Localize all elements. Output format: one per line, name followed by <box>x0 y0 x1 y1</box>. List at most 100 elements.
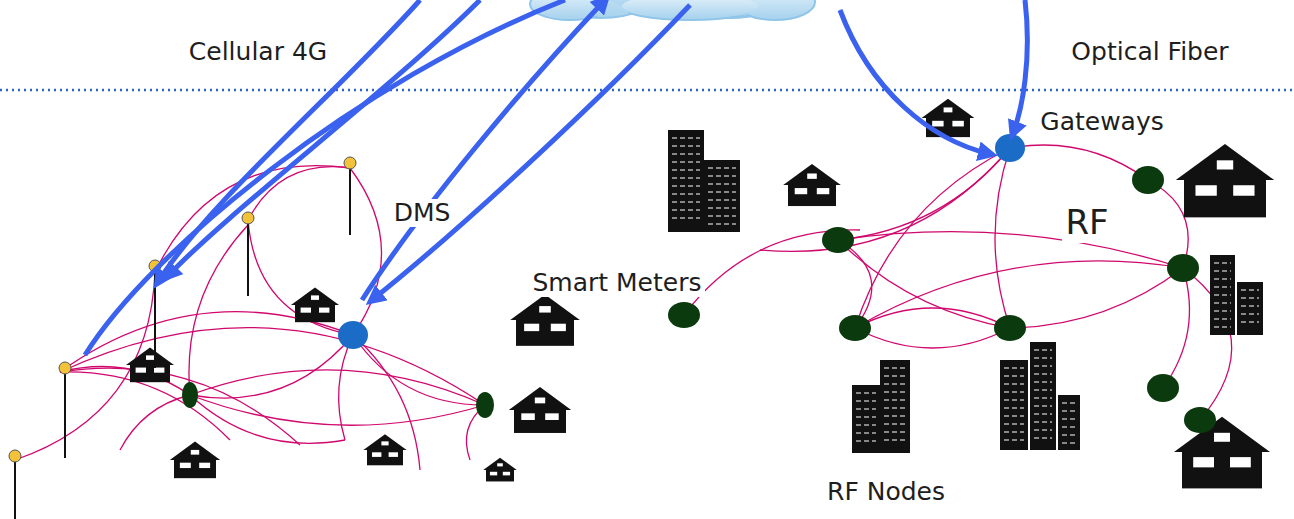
building-floor <box>672 169 700 170</box>
building-icon <box>1000 360 1028 450</box>
building-floor <box>708 199 736 200</box>
building-floor <box>1004 415 1024 416</box>
house-window <box>319 308 329 313</box>
house-window <box>154 368 164 373</box>
building-floor <box>1034 357 1052 358</box>
house-body <box>788 183 836 206</box>
house-window <box>539 306 551 312</box>
rf-node <box>476 392 494 418</box>
house-window <box>545 413 559 420</box>
label-text: RF <box>1062 203 1111 242</box>
label-text: Gateways <box>1037 108 1166 137</box>
rf-link <box>838 240 1010 328</box>
building-floor <box>1034 437 1052 438</box>
building-floor <box>672 145 700 146</box>
label-text: Optical Fiber <box>1068 38 1231 67</box>
building-floor <box>1062 442 1076 443</box>
building-floor <box>856 408 876 409</box>
house-window <box>944 107 953 112</box>
house-roof <box>170 442 220 460</box>
building-floor <box>856 440 876 441</box>
building-icon <box>880 360 910 453</box>
building-icon <box>704 160 740 232</box>
rf-node <box>839 315 871 341</box>
streetlight-lamp <box>59 362 71 374</box>
house-window <box>381 441 388 445</box>
building-floor <box>1241 305 1259 306</box>
house-roof <box>291 287 339 305</box>
building-floor <box>1034 413 1052 414</box>
building-icon <box>852 385 880 453</box>
streetlight-icon <box>59 362 71 458</box>
house-window <box>1217 160 1233 169</box>
rf-mesh <box>15 145 1232 470</box>
house-window <box>551 324 566 331</box>
rf-node <box>1147 374 1179 402</box>
house-body <box>514 408 566 433</box>
backhaul-arrows <box>85 0 1027 355</box>
building-floor <box>1004 407 1024 408</box>
house-window <box>191 450 199 455</box>
building-floor <box>1004 439 1024 440</box>
streetlight-pole <box>14 458 16 519</box>
building-floor <box>1062 410 1076 411</box>
gateway-node <box>995 134 1025 162</box>
backhaul-arrow <box>158 0 420 282</box>
backhaul-arrow <box>168 0 480 276</box>
building-floor <box>1241 297 1259 298</box>
building-body <box>852 385 880 453</box>
rf-link <box>190 395 485 425</box>
building-floor <box>1034 365 1052 366</box>
house-window <box>1193 457 1214 467</box>
cloud-fill <box>622 0 758 18</box>
building-floor <box>1214 262 1231 263</box>
rf-link <box>60 368 300 445</box>
building-body <box>668 130 704 232</box>
house-window <box>521 413 535 420</box>
rf-link <box>995 148 1010 328</box>
rf-link <box>350 168 382 335</box>
house-body <box>367 448 403 465</box>
building-body <box>1058 395 1080 450</box>
house-window <box>535 398 545 404</box>
building-floor <box>856 432 876 433</box>
house-window <box>497 463 503 466</box>
house-icon <box>509 387 571 433</box>
building-floor <box>672 177 700 178</box>
rf-link <box>60 366 190 395</box>
backhaul-arrow <box>840 10 990 154</box>
house-window <box>1195 185 1216 195</box>
rf-link <box>1010 145 1148 180</box>
rf-link <box>353 335 420 470</box>
streetlight-lamp <box>344 157 356 169</box>
house-body <box>486 468 514 481</box>
building-floor <box>1214 286 1231 287</box>
house-window <box>372 452 381 457</box>
building-floor <box>1034 405 1052 406</box>
building-floor <box>672 201 700 202</box>
house-roof <box>363 434 406 450</box>
building-body <box>1030 342 1056 450</box>
rf-node <box>668 302 700 328</box>
rf-link <box>353 335 485 405</box>
backhaul-arrow <box>362 0 605 300</box>
house-window <box>817 188 829 194</box>
building-floor <box>1004 399 1024 400</box>
building-floor <box>708 207 736 208</box>
label-text: RF Nodes <box>824 478 948 507</box>
building-floor <box>672 217 700 218</box>
building-floor <box>884 367 906 368</box>
cloud-puff <box>620 0 760 20</box>
rf-node <box>994 315 1026 341</box>
rf-link <box>339 335 353 440</box>
rf-node <box>1184 407 1216 433</box>
building-floor <box>1214 278 1231 279</box>
building-floor <box>884 375 906 376</box>
house-icon <box>483 458 517 482</box>
house-roof <box>1176 144 1274 180</box>
streetlight-lamp <box>9 450 21 462</box>
rf-nodes <box>182 134 1216 433</box>
streetlight-pole <box>64 370 66 458</box>
house-body <box>174 458 216 478</box>
